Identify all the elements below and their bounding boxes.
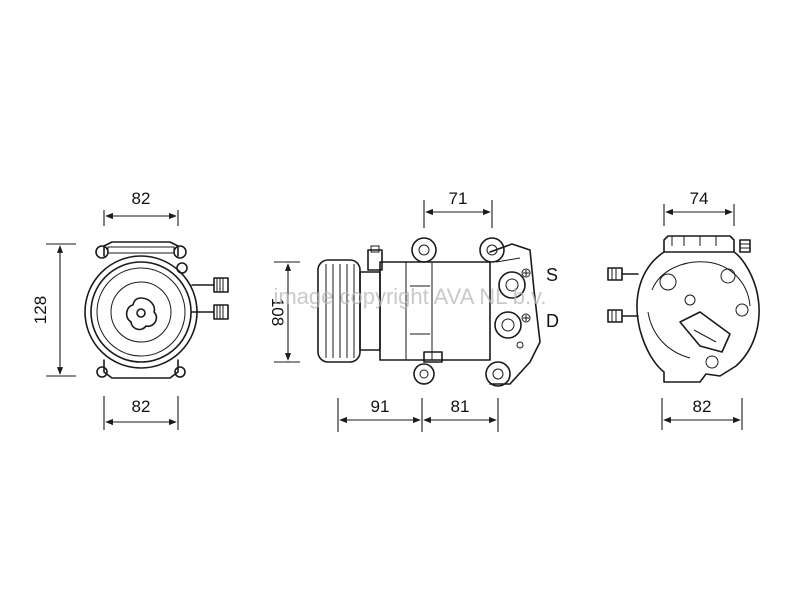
side-dim-top-label: 71 xyxy=(449,189,468,208)
front-dim-bottom-label: 82 xyxy=(132,397,151,416)
front-dim-height-label: 128 xyxy=(31,296,50,324)
side-dim-bottom-left-label: 91 xyxy=(371,397,390,416)
rear-view: 74 82 xyxy=(607,189,760,430)
discharge-port-label: D xyxy=(546,311,559,331)
copyright-watermark: image copyright AVA NL b.v. xyxy=(273,284,546,309)
rear-dim-bottom-label: 82 xyxy=(693,397,712,416)
side-view: S D 71 108 91 81 xyxy=(268,189,559,432)
rear-dim-top-label: 74 xyxy=(690,189,709,208)
front-view: 82 82 128 xyxy=(31,189,229,430)
suction-port-label: S xyxy=(546,265,558,285)
front-dim-top-label: 82 xyxy=(132,189,151,208)
side-dim-height-label: 108 xyxy=(268,298,287,326)
side-dim-bottom-right-label: 81 xyxy=(451,397,470,416)
